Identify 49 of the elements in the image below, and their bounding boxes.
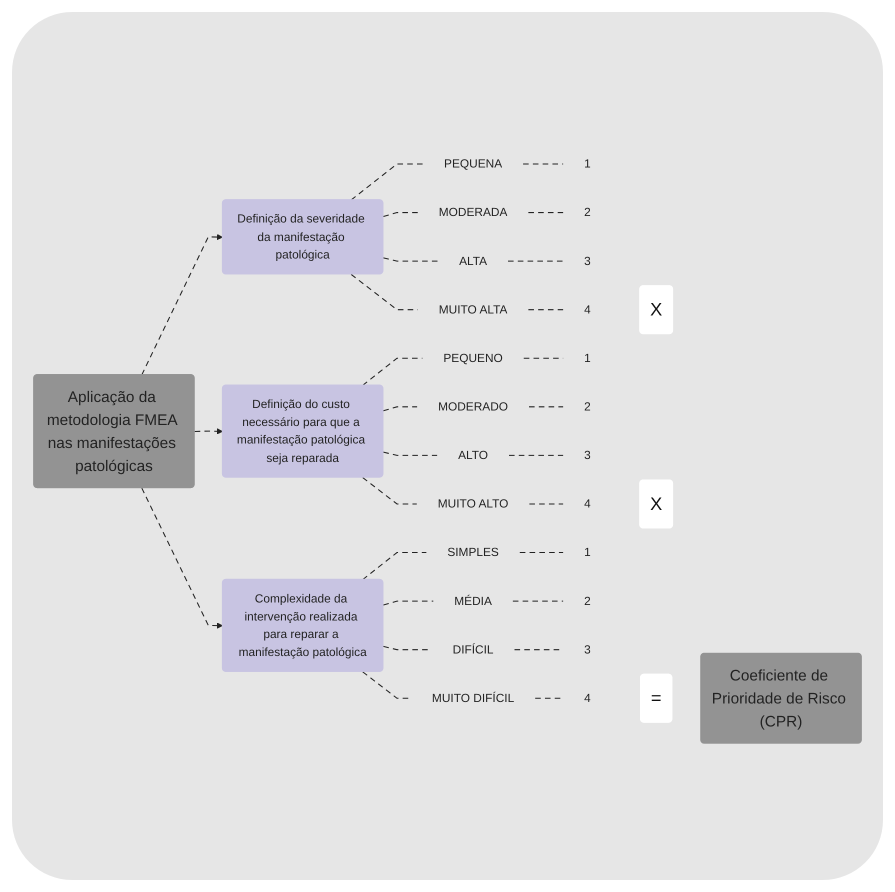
connector (523, 163, 564, 164)
connector (350, 274, 418, 310)
node-text: MODERADO (438, 400, 508, 413)
node-text: 1 (584, 156, 591, 170)
connector (362, 476, 417, 504)
connector (383, 256, 438, 262)
node-text: 3 (584, 448, 591, 462)
node-text: 2 (584, 205, 591, 219)
node-text: MUITO DIFÍCIL (432, 690, 514, 704)
connector (350, 163, 424, 200)
node-text: DIFÍCIL (452, 642, 494, 656)
connector (383, 600, 434, 606)
connector (528, 212, 564, 213)
connector (528, 308, 564, 310)
node-text: 4 (584, 690, 591, 704)
node-text: 1 (584, 545, 591, 559)
node-text: ALTA (459, 254, 488, 268)
connector (383, 406, 418, 411)
connector (509, 454, 564, 456)
connector (362, 552, 426, 580)
connector (535, 697, 564, 698)
node-text: SIMPLES (447, 545, 499, 559)
connector (383, 451, 438, 456)
connector (529, 502, 564, 504)
node-text: 3 (584, 642, 591, 656)
arrow (141, 487, 223, 628)
connector (362, 357, 422, 386)
node-text: 4 (584, 302, 591, 316)
node-text: 3 (584, 254, 591, 268)
node-text: 1 (584, 350, 591, 364)
connector (520, 552, 564, 553)
node-text: PEQUENA (444, 156, 502, 170)
connector (508, 260, 564, 262)
connector (383, 212, 418, 217)
panel-background: Aplicação da metodologia FMEA nas manifestações patológicas Definição da severidade da manifestação patológica PEQUENA MODERADA ALTA MUITO ALTA 1 2 3 4 X Definição do custo necessário para que a manifestação patológica seja reparada PEQUENO MODERADO ALTO MUITO ALTO 1 2 3 4 X Complexidade da intervenção realizada para reparar a manifestação patológica SIMPLES MÉDIA DIFÍCIL MUITO DIFÍCIL 1 2 3 4 = Coeficiente de Prioridade de Risco (CPR) (12, 12, 883, 880)
node-text: 4 (584, 496, 591, 510)
arrow (194, 428, 223, 434)
node-text: 2 (584, 400, 591, 413)
node-text: PEQUENO (443, 350, 503, 364)
node-text: MODERADA (438, 205, 508, 219)
arrow (141, 234, 223, 375)
node-text: ALTO (458, 448, 488, 462)
connector (362, 670, 411, 698)
node-text: MUITO ALTO (438, 496, 508, 510)
connector (529, 406, 564, 407)
node-text: 2 (584, 594, 591, 608)
node-text: MUITO ALTA (438, 302, 508, 316)
connector (512, 600, 564, 602)
node-text: MÉDIA (454, 594, 492, 608)
